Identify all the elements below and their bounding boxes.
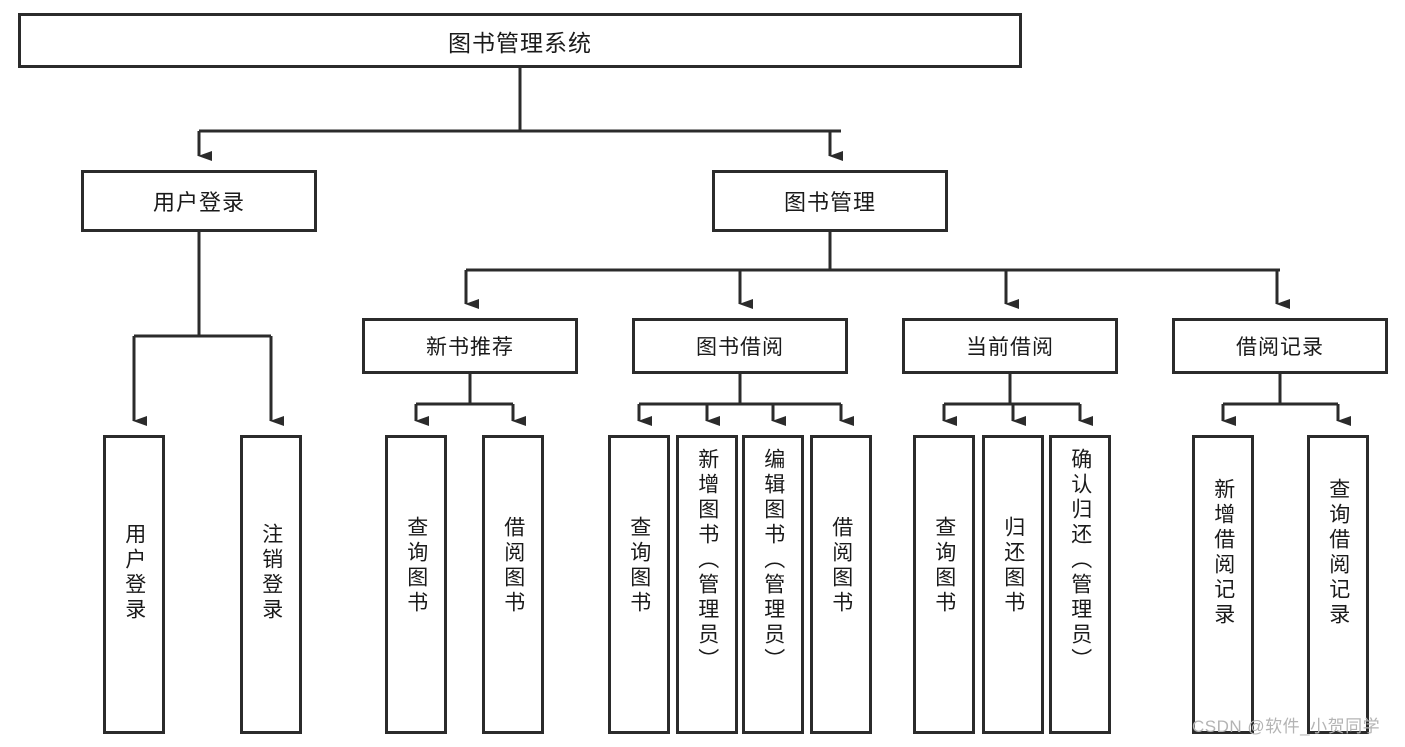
node-borrow-record-label: 借阅记录 bbox=[1236, 336, 1324, 359]
node-leaf-borrow-book-recommend[interactable]: 借阅图书 bbox=[482, 435, 544, 734]
node-root[interactable]: 图书管理系统 bbox=[18, 13, 1022, 68]
node-leaf-edit-book-admin-label: 编辑图书（管理员） bbox=[761, 448, 785, 673]
node-leaf-add-borrow-record-label: 新增借阅记录 bbox=[1211, 478, 1235, 628]
node-current-borrow-label: 当前借阅 bbox=[966, 336, 1054, 359]
node-leaf-query-book-current-label: 查询图书 bbox=[932, 516, 956, 616]
node-leaf-confirm-return-admin[interactable]: 确认归还（管理员） bbox=[1049, 435, 1111, 734]
node-leaf-confirm-return-admin-label: 确认归还（管理员） bbox=[1068, 448, 1092, 673]
node-leaf-borrow-book[interactable]: 借阅图书 bbox=[810, 435, 872, 734]
node-leaf-return-book[interactable]: 归还图书 bbox=[982, 435, 1044, 734]
node-leaf-logout-login[interactable]: 注销登录 bbox=[240, 435, 302, 734]
node-leaf-query-book-current[interactable]: 查询图书 bbox=[913, 435, 975, 734]
node-new-book-recommend[interactable]: 新书推荐 bbox=[362, 318, 578, 374]
node-leaf-edit-book-admin[interactable]: 编辑图书（管理员） bbox=[742, 435, 804, 734]
node-leaf-query-book-recommend[interactable]: 查询图书 bbox=[385, 435, 447, 734]
node-book-management-label: 图书管理 bbox=[783, 190, 876, 215]
node-borrow-record[interactable]: 借阅记录 bbox=[1172, 318, 1388, 374]
node-leaf-add-book-admin[interactable]: 新增图书（管理员） bbox=[676, 435, 738, 734]
node-book-borrow-label: 图书借阅 bbox=[696, 336, 784, 359]
node-book-management[interactable]: 图书管理 bbox=[712, 170, 948, 232]
node-leaf-add-book-admin-label: 新增图书（管理员） bbox=[695, 448, 719, 673]
node-root-label: 图书管理系统 bbox=[448, 29, 592, 56]
node-current-borrow[interactable]: 当前借阅 bbox=[902, 318, 1118, 374]
node-user-login-label: 用户登录 bbox=[152, 190, 245, 215]
node-leaf-query-borrow-record[interactable]: 查询借阅记录 bbox=[1307, 435, 1369, 734]
node-leaf-user-login[interactable]: 用户登录 bbox=[103, 435, 165, 734]
node-leaf-query-borrow-record-label: 查询借阅记录 bbox=[1326, 478, 1350, 628]
node-leaf-query-book-borrow[interactable]: 查询图书 bbox=[608, 435, 670, 734]
node-leaf-add-borrow-record[interactable]: 新增借阅记录 bbox=[1192, 435, 1254, 734]
node-leaf-query-book-borrow-label: 查询图书 bbox=[627, 516, 651, 616]
node-leaf-return-book-label: 归还图书 bbox=[1001, 516, 1025, 616]
node-leaf-logout-login-label: 注销登录 bbox=[259, 523, 283, 623]
node-leaf-borrow-book-label: 借阅图书 bbox=[829, 516, 853, 616]
node-book-borrow[interactable]: 图书借阅 bbox=[632, 318, 848, 374]
node-user-login[interactable]: 用户登录 bbox=[81, 170, 317, 232]
node-leaf-query-book-recommend-label: 查询图书 bbox=[404, 516, 428, 616]
node-new-book-recommend-label: 新书推荐 bbox=[426, 336, 514, 359]
node-leaf-user-login-label: 用户登录 bbox=[122, 523, 146, 623]
node-leaf-borrow-book-recommend-label: 借阅图书 bbox=[501, 516, 525, 616]
csdn-watermark: CSDN @软件_小贺同学 bbox=[1192, 717, 1381, 736]
